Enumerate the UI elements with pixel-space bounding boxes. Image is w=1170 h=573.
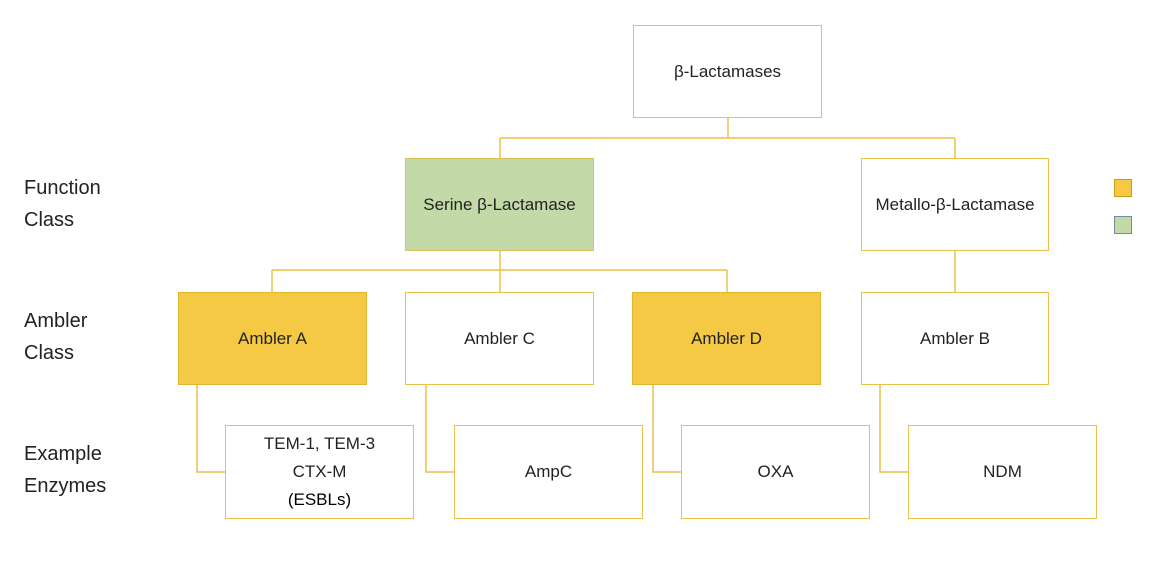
node-enzymes-ambler-d: OXA <box>681 425 870 519</box>
row-label-ambler-class: Ambler Class <box>24 310 88 364</box>
row-label-example-enzymes: Example Enzymes <box>24 443 107 497</box>
node-enzymes-ambler-a: TEM-1, TEM-3 CTX-M (ESBLs) <box>225 425 414 519</box>
node-label: Ambler B <box>920 328 990 348</box>
root-node: β-Lactamases <box>633 25 822 118</box>
node-ambler-b: Ambler B <box>861 292 1049 385</box>
enzyme-line: TEM-1, TEM-3 <box>263 434 376 453</box>
legend-swatch-green <box>1114 216 1132 234</box>
row-label-function-class: Function Class <box>24 177 101 231</box>
node-serine-beta-lactamase: Serine β-Lactamase <box>405 158 594 251</box>
node-label: AmpC <box>524 462 573 481</box>
node-enzymes-ambler-c: AmpC <box>454 425 643 519</box>
node-label: Ambler A <box>238 328 307 348</box>
node-label: NDM <box>983 462 1022 481</box>
node-label: Metallo-β-Lactamase <box>875 194 1035 214</box>
node-label: Serine β-Lactamase <box>423 194 576 214</box>
node-enzymes-ambler-b: NDM <box>908 425 1097 519</box>
legend-swatch-yellow <box>1114 179 1132 197</box>
node-ambler-d: Ambler D <box>632 292 821 385</box>
root-label: β-Lactamases <box>673 61 782 81</box>
node-ambler-a: Ambler A <box>178 292 367 385</box>
node-label: Ambler C <box>464 328 535 348</box>
enzyme-note: (ESBLs) <box>287 490 352 509</box>
node-metallo-beta-lactamase: Metallo-β-Lactamase <box>861 158 1049 251</box>
node-ambler-c: Ambler C <box>405 292 594 385</box>
node-label: OXA <box>757 462 794 481</box>
enzyme-line: CTX-M <box>292 462 347 481</box>
node-label: Ambler D <box>691 328 762 348</box>
